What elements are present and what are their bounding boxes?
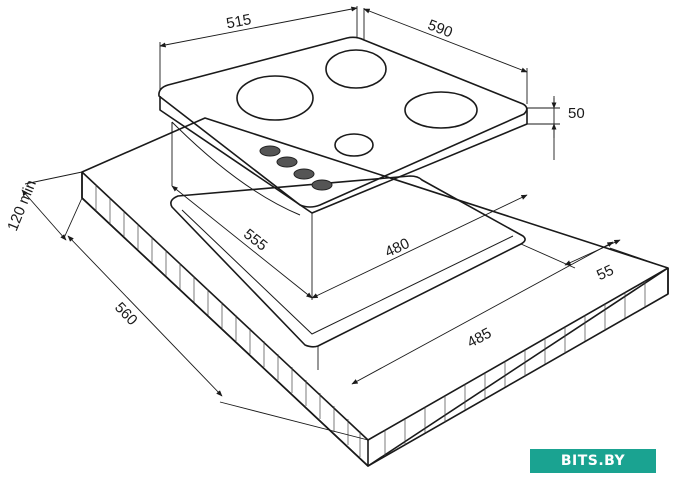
dim-countertop-depth: 560 xyxy=(111,299,141,329)
dim-hob-height: 50 xyxy=(568,105,585,122)
dim-cutout-depth: 555 xyxy=(240,226,270,255)
dim-hob-width: 515 xyxy=(225,11,253,32)
dim-hob-depth: 590 xyxy=(425,16,454,41)
countertop xyxy=(81,117,669,467)
countertop-hatching xyxy=(95,185,646,457)
burner-small xyxy=(334,133,374,157)
burner-left xyxy=(236,75,314,121)
dim-rear-clearance: 55 xyxy=(594,262,616,284)
hob xyxy=(158,36,528,216)
dim-countertop-clearance: 485 xyxy=(464,325,494,352)
burner-right xyxy=(404,91,478,129)
dimension-lines xyxy=(21,6,621,397)
extension-lines xyxy=(24,6,669,441)
control-knobs xyxy=(259,145,333,191)
burner-rear xyxy=(325,49,387,89)
cutout-opening xyxy=(170,175,526,348)
dim-cutout-width: 480 xyxy=(382,235,412,261)
site-watermark: BITS.BY xyxy=(530,449,656,473)
dim-min-height: 120 min xyxy=(4,178,40,234)
